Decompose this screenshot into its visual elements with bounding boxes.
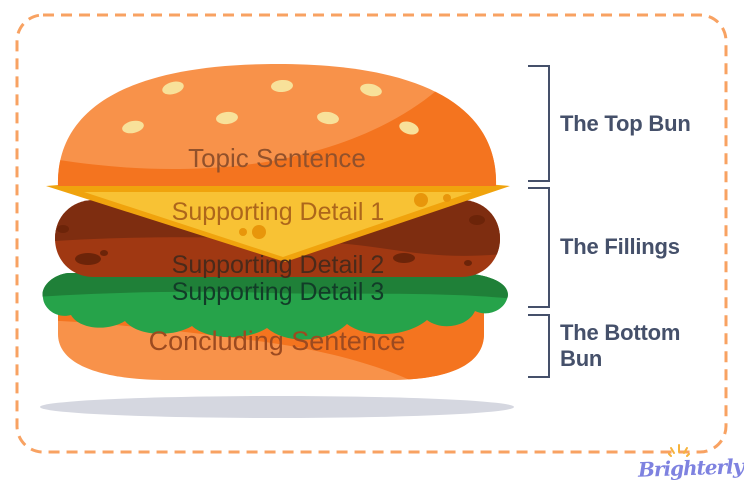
bottom-bun-annotation: The Bottom Bun xyxy=(560,320,681,371)
sesame-seed xyxy=(162,81,184,95)
top-bun-shade xyxy=(57,90,497,186)
concluding-sentence-label: Concluding Sentence xyxy=(149,326,406,356)
cheese-hole xyxy=(239,228,247,236)
sesame-seed xyxy=(271,79,293,93)
supporting-detail-1-label: Supporting Detail 1 xyxy=(172,198,385,226)
bottom-bun-bracket xyxy=(528,314,550,378)
burger-shadow xyxy=(40,396,514,418)
cheese-holes xyxy=(239,193,451,239)
supporting-detail-2-label: Supporting Detail 2 xyxy=(172,251,385,279)
sesame-seed xyxy=(317,111,339,125)
cheese-highlight xyxy=(84,192,472,257)
brighterly-logo: Brighterly xyxy=(637,454,744,482)
logo-sparkle-icon xyxy=(668,444,690,457)
patty-spot xyxy=(100,250,108,256)
cheese xyxy=(46,180,510,262)
fillings-annotation: The Fillings xyxy=(560,234,680,259)
patty-spots xyxy=(57,215,485,266)
sesame-seed xyxy=(399,121,419,135)
top-bun-bracket xyxy=(528,65,550,182)
supporting-detail-3-label: Supporting Detail 3 xyxy=(172,278,385,306)
sesame-seed xyxy=(360,83,382,97)
sesame-seed xyxy=(216,111,238,125)
brackets xyxy=(528,65,550,378)
top-bun xyxy=(57,64,497,186)
sesame-seed xyxy=(122,120,144,134)
fillings-bracket xyxy=(528,187,550,308)
top-bun-annotation: The Top Bun xyxy=(560,111,691,136)
cheese-hole xyxy=(414,193,428,207)
cheese-hole xyxy=(252,225,266,239)
topic-sentence-label: Topic Sentence xyxy=(188,143,366,173)
sesame-seeds xyxy=(122,79,419,135)
patty-spot xyxy=(57,225,69,233)
dashed-border xyxy=(15,13,728,454)
patty-spot xyxy=(464,260,472,266)
patty-spot xyxy=(469,215,485,225)
cheese-hole xyxy=(443,194,451,202)
patty-spot xyxy=(393,253,415,263)
patty-spot xyxy=(75,253,101,265)
